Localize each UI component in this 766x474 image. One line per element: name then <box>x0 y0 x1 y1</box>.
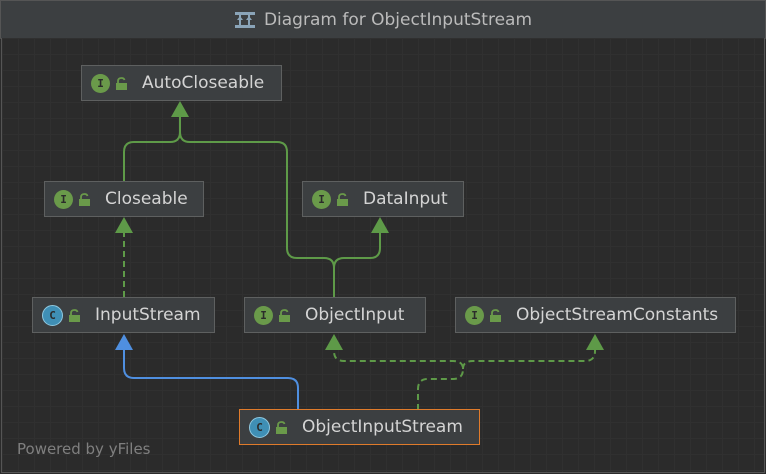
edge-objectinput-autocloseable <box>179 131 335 297</box>
interface-icon: I <box>465 305 484 325</box>
arrow-inputstream <box>115 334 133 350</box>
powered-by-label: Powered by yFiles <box>17 440 151 458</box>
node-datainput[interactable]: I DataInput <box>302 181 464 217</box>
edge-objectinputstream-objectstreamconstants <box>462 348 596 370</box>
node-objectinputstream[interactable]: C ObjectInputStream <box>239 409 480 445</box>
node-label: ObjectInputStream <box>302 417 463 437</box>
interface-icon: I <box>254 305 273 325</box>
interface-icon: I <box>91 73 110 93</box>
edge-objectinputstream-inputstream <box>123 348 299 410</box>
edge-closeable-autocloseable <box>123 116 181 181</box>
node-objectstreamconstants[interactable]: I ObjectStreamConstants <box>455 297 736 333</box>
node-label: ObjectStreamConstants <box>516 305 719 325</box>
node-label: DataInput <box>363 189 448 209</box>
node-inputstream[interactable]: C InputStream <box>32 297 215 333</box>
window-title: Diagram for ObjectInputStream <box>263 9 533 30</box>
lock-icon <box>78 192 91 206</box>
edge-objectinput-datainput <box>333 231 381 269</box>
lock-icon <box>278 308 291 322</box>
arrow-datainput <box>371 217 389 233</box>
node-label: Closeable <box>105 189 188 209</box>
edge-objectinputstream-objectinput <box>333 348 465 410</box>
node-label: AutoCloseable <box>142 73 265 93</box>
interface-icon: I <box>312 189 331 209</box>
lock-icon <box>275 420 288 434</box>
class-icon: C <box>249 416 270 438</box>
window-title-bar: Diagram for ObjectInputStream <box>0 0 766 39</box>
node-label: ObjectInput <box>305 305 405 325</box>
lock-icon <box>336 192 349 206</box>
arrow-closeable <box>115 217 133 233</box>
lock-icon <box>489 308 502 322</box>
interface-icon: I <box>54 189 73 209</box>
node-label: InputStream <box>95 305 201 325</box>
node-autocloseable[interactable]: I AutoCloseable <box>81 65 282 101</box>
arrow-objectstreamconstants <box>586 334 604 350</box>
arrow-objectinput <box>325 334 343 350</box>
diagram-icon <box>234 11 256 29</box>
abstract-class-icon: C <box>42 304 63 326</box>
node-objectinput[interactable]: I ObjectInput <box>244 297 426 333</box>
lock-icon <box>115 76 128 90</box>
diagram-canvas[interactable] <box>1 38 765 473</box>
node-closeable[interactable]: I Closeable <box>44 181 204 217</box>
arrow-autocloseable <box>171 101 189 117</box>
lock-icon <box>68 308 81 322</box>
